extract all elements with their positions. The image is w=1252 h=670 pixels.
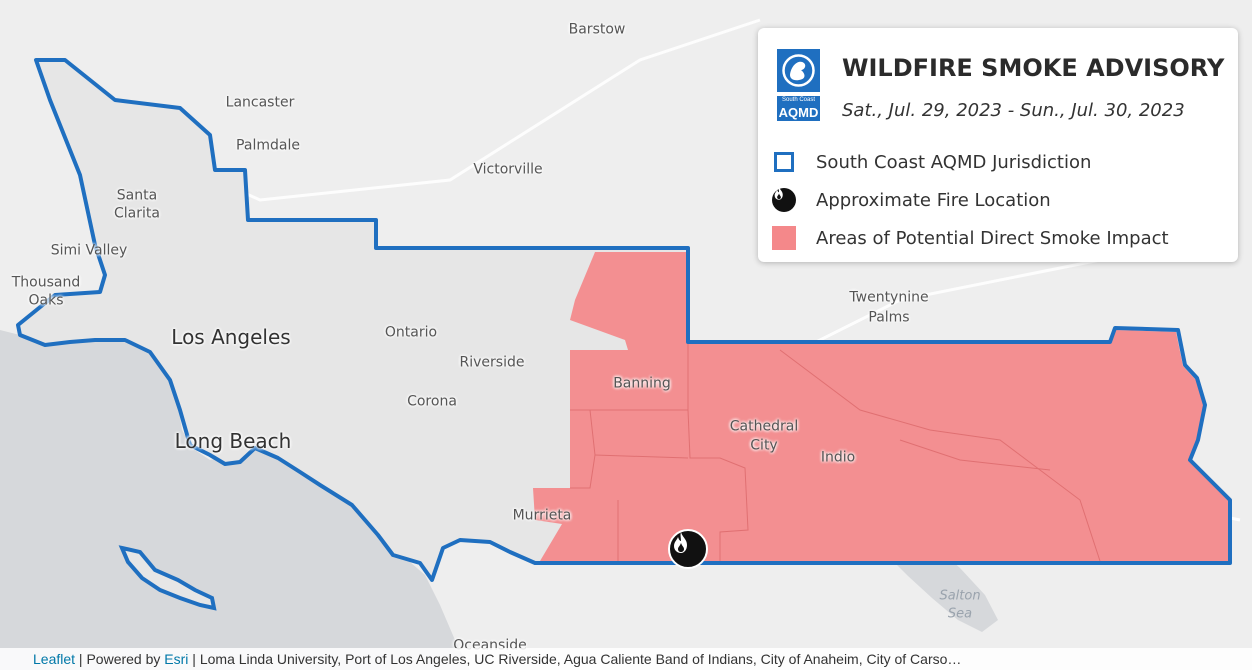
city-label-indio: Indio bbox=[820, 449, 856, 466]
city-label-thousand: Thousand bbox=[11, 274, 81, 291]
legend-item-label: Approximate Fire Location bbox=[816, 189, 1051, 211]
city-label-long-beach: Long Beach bbox=[174, 429, 292, 453]
city-label-los-angeles: Los Angeles bbox=[171, 325, 291, 349]
city-label-victorville: Victorville bbox=[473, 161, 543, 178]
legend-item-label: Areas of Potential Direct Smoke Impact bbox=[816, 227, 1169, 249]
city-label-palms: Palms bbox=[868, 309, 910, 326]
legend-item-label: South Coast AQMD Jurisdiction bbox=[816, 151, 1092, 173]
water-label-salton: Salton bbox=[939, 588, 981, 604]
city-label-cathedral: Cathedral bbox=[729, 418, 799, 435]
city-label-barstow: Barstow bbox=[568, 21, 626, 38]
catalina-island bbox=[118, 545, 217, 611]
logo-text-bottom: AQMD bbox=[778, 105, 819, 120]
smoke-internal-lines bbox=[570, 342, 1101, 562]
legend-title: WILDFIRE SMOKE ADVISORY bbox=[842, 54, 1225, 82]
fire-icon bbox=[772, 186, 796, 212]
legend-item-fire: Approximate Fire Location bbox=[772, 186, 1051, 214]
city-label-lancaster: Lancaster bbox=[225, 94, 295, 111]
aqmd-logo-icon bbox=[777, 49, 820, 121]
city-label-riverside: Riverside bbox=[459, 354, 525, 371]
city-label-banning: Banning bbox=[613, 375, 671, 392]
legend-panel: South Coast AQMD WILDFIRE SMOKE ADVISORY… bbox=[758, 28, 1238, 262]
smoke-impact-area bbox=[533, 252, 1228, 561]
smoke-area-icon bbox=[772, 226, 796, 250]
fire-icon bbox=[674, 532, 687, 553]
map-attribution: Leaflet | Powered by Esri | Loma Linda U… bbox=[0, 648, 1252, 670]
ocean bbox=[0, 330, 470, 670]
city-label-palmdale: Palmdale bbox=[236, 137, 300, 154]
leaflet-link[interactable]: Leaflet bbox=[33, 651, 76, 667]
city-label-clarita: Clarita bbox=[114, 205, 160, 222]
fire-location-marker[interactable] bbox=[668, 529, 708, 569]
city-label-oaks: Oaks bbox=[28, 292, 64, 309]
city-label-city: City bbox=[750, 437, 778, 454]
city-label-twentynine: Twentynine bbox=[849, 289, 929, 306]
city-label-simi-valley: Simi Valley bbox=[50, 242, 128, 259]
logo-text-top: South Coast bbox=[781, 97, 816, 103]
legend-item-smoke: Areas of Potential Direct Smoke Impact bbox=[772, 224, 1169, 252]
aqmd-logo: South Coast AQMD bbox=[777, 49, 820, 121]
square-outline-icon bbox=[774, 152, 794, 172]
jurisdiction-boundary bbox=[16, 58, 1232, 582]
city-label-ontario: Ontario bbox=[384, 324, 438, 341]
attribution-sources: | Loma Linda University, Port of Los Ang… bbox=[188, 651, 962, 667]
water-label-sea: Sea bbox=[947, 606, 973, 622]
attribution-powered-by: | Powered by bbox=[75, 651, 165, 667]
esri-link[interactable]: Esri bbox=[164, 651, 189, 667]
city-label-corona: Corona bbox=[407, 393, 457, 410]
legend-item-jurisdiction: South Coast AQMD Jurisdiction bbox=[772, 148, 1091, 176]
city-label-santa: Santa bbox=[116, 187, 158, 204]
legend-dates: Sat., Jul. 29, 2023 - Sun., Jul. 30, 202… bbox=[842, 100, 1185, 121]
city-label-murrieta: Murrieta bbox=[512, 507, 572, 524]
